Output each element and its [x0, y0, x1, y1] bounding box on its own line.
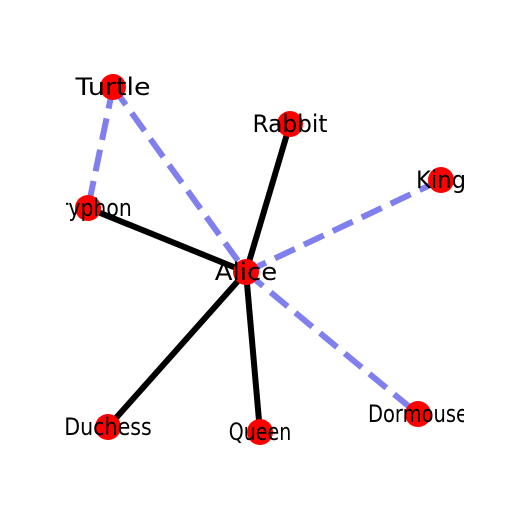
edge-turtle-gryphon — [85, 86, 116, 209]
node-label-rabbit: Rabbit — [253, 110, 328, 138]
node-queen[interactable] — [247, 419, 273, 445]
edge-alice-gryphon — [86, 205, 248, 275]
edge-alice-duchess — [105, 270, 249, 429]
node-label-king: King — [416, 166, 466, 194]
node-label-duchess: Duchess — [64, 413, 152, 441]
node-label-alice: Alice — [215, 258, 278, 286]
edge-alice-rabbit — [243, 123, 293, 273]
node-king[interactable] — [428, 167, 454, 193]
edge-turtle-alice — [110, 85, 249, 274]
node-label-queen: Queen — [229, 418, 292, 446]
node-rabbit[interactable] — [277, 111, 303, 137]
node-alice[interactable] — [233, 259, 259, 285]
node-gryphon[interactable] — [75, 195, 101, 221]
node-label-gryphon: Gryphon — [44, 194, 132, 222]
edge-alice-dormouse — [244, 269, 420, 417]
node-turtle[interactable] — [100, 74, 126, 100]
node-label-turtle: Turtle — [74, 73, 150, 101]
edge-alice-king — [244, 177, 443, 275]
edge-layer — [85, 85, 443, 433]
node-dormouse[interactable] — [405, 401, 431, 427]
edge-alice-queen — [243, 271, 263, 433]
node-duchess[interactable] — [95, 414, 121, 440]
node-layer — [75, 74, 454, 445]
node-label-dormouse: Dormouse — [368, 400, 468, 428]
